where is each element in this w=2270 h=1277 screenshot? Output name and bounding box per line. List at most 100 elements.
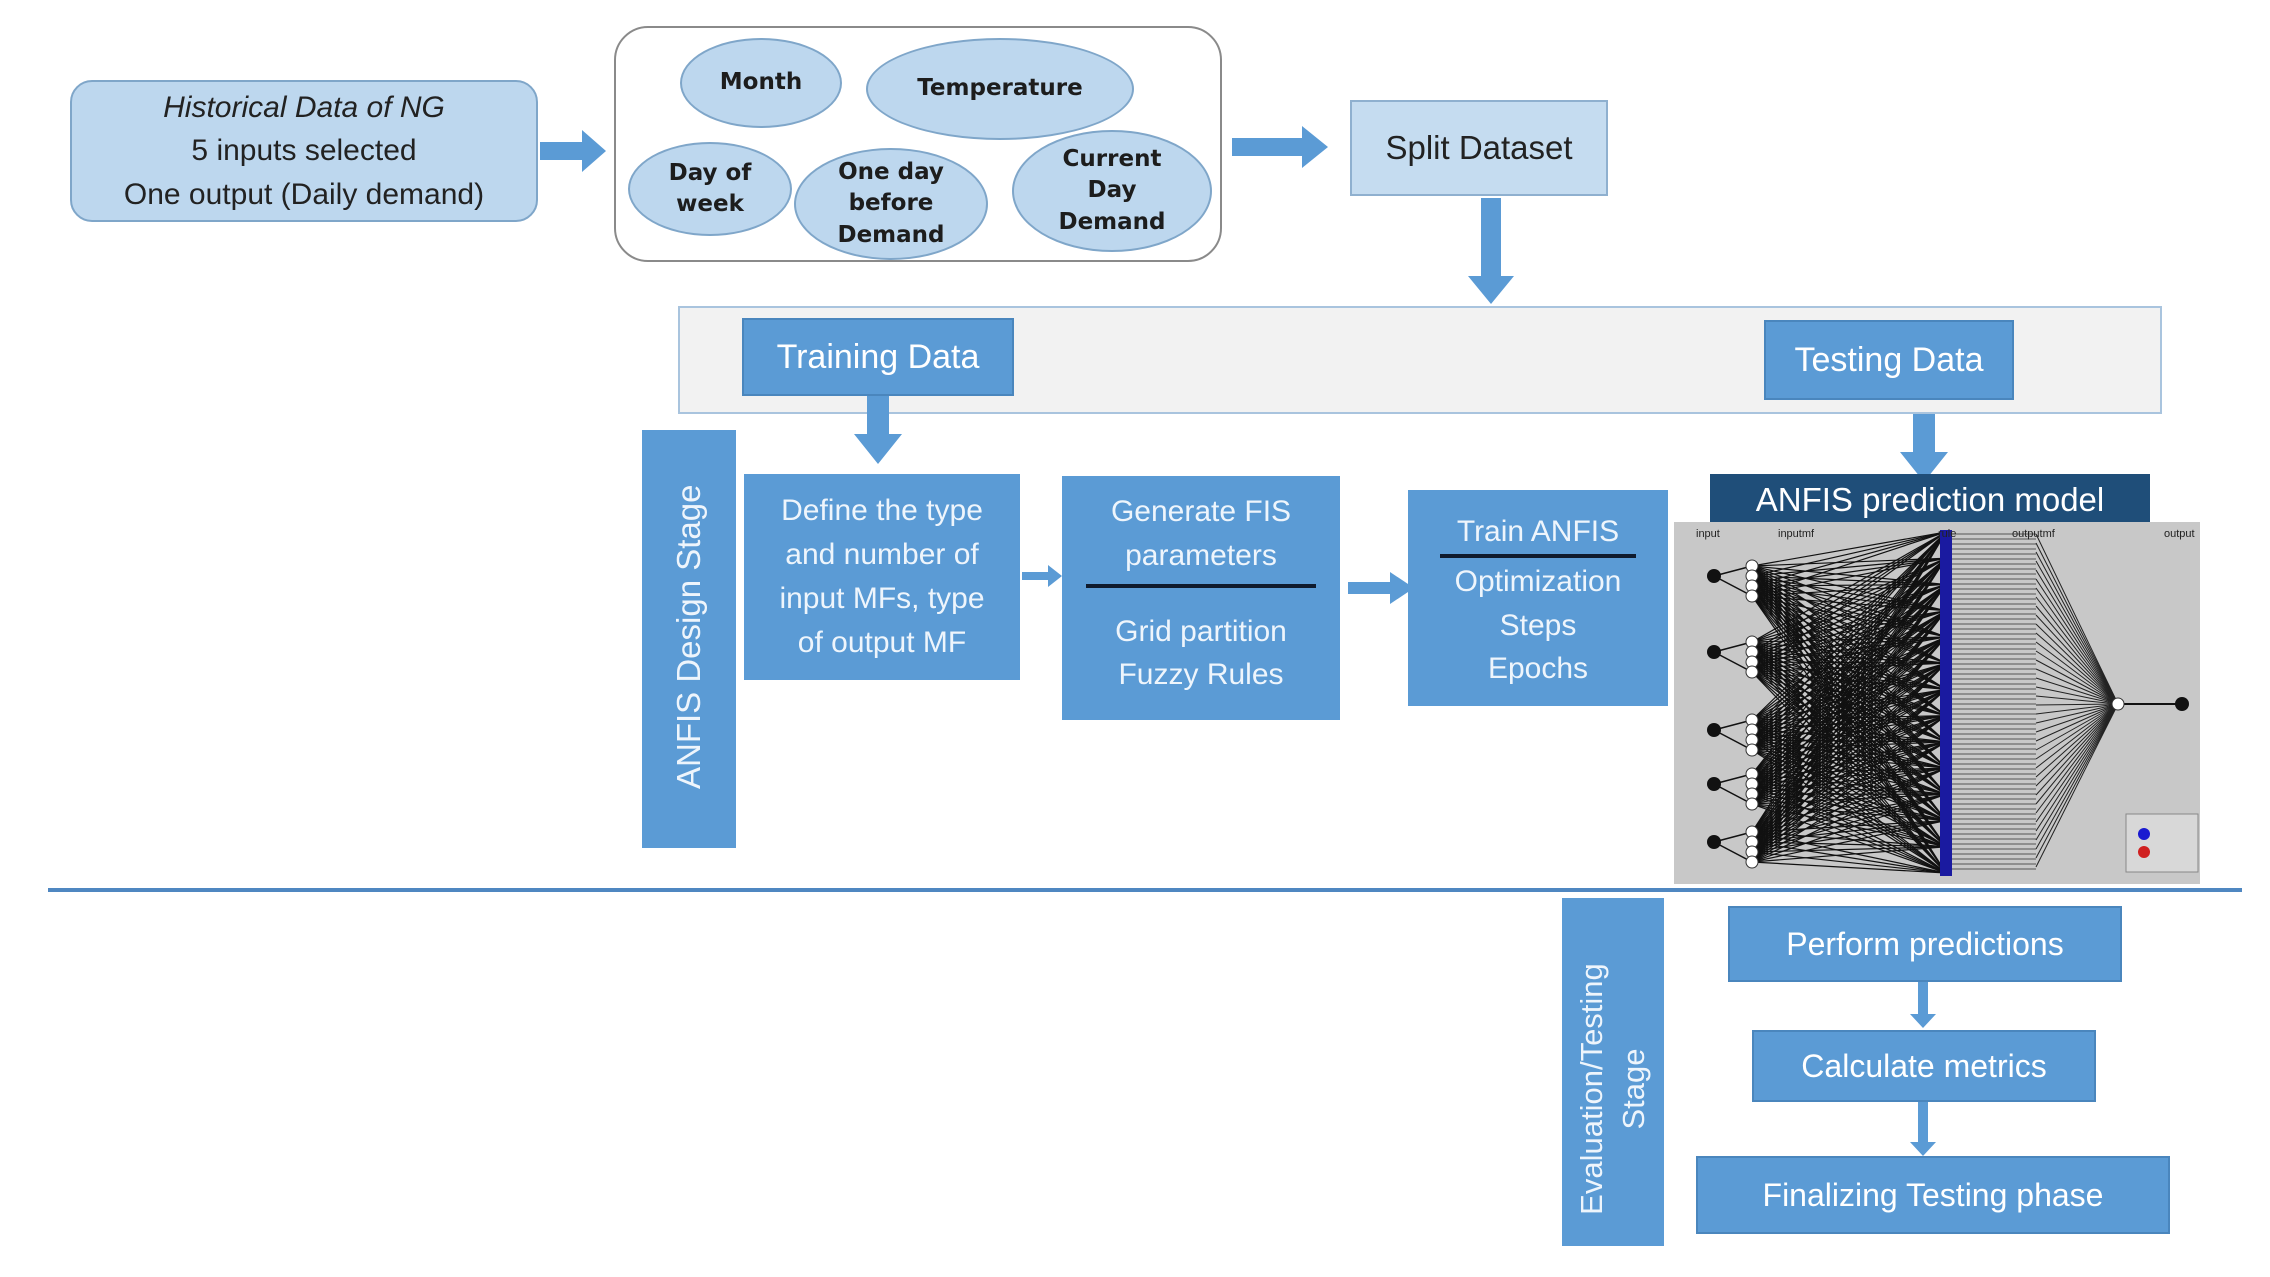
connection-line: [2035, 668, 2119, 705]
connection-line: [1751, 749, 1947, 769]
input-link: [1713, 575, 1753, 597]
net-label-inputmf: inputmf: [1778, 528, 1815, 540]
connection-line: [1751, 531, 1947, 853]
connection-line: [2035, 641, 2119, 705]
historical-data-title: Historical Data of NG: [163, 90, 445, 124]
arrow-split-down: [1468, 198, 1514, 304]
connection-line: [1751, 557, 1947, 567]
training-data-box: Training Data: [742, 318, 1014, 396]
connection-line: [2035, 632, 2119, 705]
connection-line: [2035, 703, 2119, 787]
train-divider: [1440, 553, 1636, 558]
net-label-rule: rule: [1938, 528, 1957, 540]
outputmf-node: [2111, 697, 2125, 711]
output-connections: [2035, 533, 2119, 868]
connection-line: [1751, 767, 1947, 863]
generate-fis-line-1: Generate FIS: [1110, 495, 1292, 528]
anfis-design-stage-panel: [642, 430, 736, 848]
connection-line: [2035, 703, 2119, 724]
connection-line: [2035, 703, 2119, 760]
input-temperature: Temperature: [866, 38, 1134, 140]
split-dataset-box: Split Dataset: [1350, 100, 1608, 196]
connection-line: [2035, 703, 2119, 733]
net-label-output: output: [2164, 528, 2195, 540]
connection-line: [1751, 749, 1947, 795]
anfis-network-graph: [1707, 530, 2199, 876]
arrow-inputs-to-split: [1232, 126, 1328, 168]
arrow-define-to-generate: [1022, 565, 1062, 587]
connection-line: [1751, 819, 1947, 863]
inputmf-node: [1745, 589, 1759, 603]
connection-line: [1751, 531, 1947, 741]
connection-line: [1751, 557, 1947, 863]
define-line-4: of output MF: [797, 625, 967, 659]
connection-line: [1751, 531, 1947, 663]
generate-fis-line-2: parameters: [1125, 538, 1277, 572]
connection-line: [2035, 542, 2119, 705]
connection-line: [1751, 688, 1947, 863]
legend-blue-dot: [2138, 828, 2150, 840]
inputmf-node: [1745, 855, 1759, 869]
connection-line: [2035, 703, 2119, 796]
generate-fis-box: Generate FIS parameters Grid partition F…: [1062, 476, 1340, 720]
calculate-metrics-box: Calculate metrics: [1752, 1030, 2096, 1102]
one-output-text: One output (Daily demand): [123, 177, 485, 211]
connection-line: [1751, 861, 1947, 874]
legend-red-dot: [2138, 846, 2150, 858]
connection-line: [1751, 531, 1947, 567]
connection-line: [1751, 557, 1947, 785]
connection-line: [1751, 557, 1947, 853]
input-link: [1713, 841, 1753, 863]
connection-line: [2035, 695, 2119, 705]
connection-line: [2035, 703, 2119, 841]
connection-line: [1751, 531, 1947, 673]
connection-line: [2035, 703, 2119, 814]
connection-line: [2035, 551, 2119, 705]
connection-line: [1751, 741, 1947, 863]
arrow-source-to-inputs: [540, 130, 606, 172]
connection-line: [1751, 715, 1947, 863]
connection-line: [1751, 749, 1947, 822]
arrow-perform-to-calculate: [1910, 982, 1936, 1028]
grid-partition-text: Grid partition: [1115, 614, 1287, 648]
connection-line: [1751, 531, 1947, 577]
connection-line: [2035, 686, 2119, 705]
finalizing-testing-box: Finalizing Testing phase: [1696, 1156, 2170, 1234]
connection-line: [1751, 749, 1947, 874]
input-node: [1707, 835, 1721, 849]
anfis-network-image: [1674, 522, 2200, 884]
connection-line: [2035, 659, 2119, 705]
define-line-2: and number of: [785, 538, 979, 572]
rule-layer-bar: [1940, 530, 1952, 876]
connection-line: [2035, 703, 2119, 778]
connection-line: [1751, 584, 1947, 863]
connection-line: [2035, 703, 2119, 850]
input-node: [1707, 723, 1721, 737]
connection-line: [2035, 650, 2119, 705]
connection-line: [1751, 741, 1947, 751]
train-anfis-box: Train ANFIS Optimization Steps Epochs: [1408, 490, 1668, 706]
define-mfs-box: Define the type and number of input MFs,…: [744, 474, 1020, 680]
connection-line: [1751, 662, 1947, 805]
connection-line: [2035, 703, 2119, 832]
inputmf-node: [1745, 797, 1759, 811]
connection-line: [2035, 596, 2119, 705]
connection-line: [1751, 531, 1947, 751]
testing-data-box: Testing Data: [1764, 320, 2014, 400]
connection-line: [1751, 531, 1947, 775]
define-line-1: Define the type: [781, 494, 983, 528]
output-node: [2175, 697, 2189, 711]
train-anfis-title: Train ANFIS: [1456, 515, 1620, 548]
net-label-outputmf: outputmf: [2012, 528, 2055, 540]
stage-separator-line: [48, 888, 2242, 892]
connection-line: [1751, 531, 1947, 597]
connection-line: [2035, 703, 2119, 742]
anfis-design-stage-label: ANFIS Design Stage: [670, 484, 707, 789]
connection-line: [1751, 531, 1947, 587]
generate-divider: [1086, 583, 1316, 588]
connection-line: [1751, 557, 1947, 751]
connection-line: [1751, 846, 1947, 863]
input-node: [1707, 777, 1721, 791]
